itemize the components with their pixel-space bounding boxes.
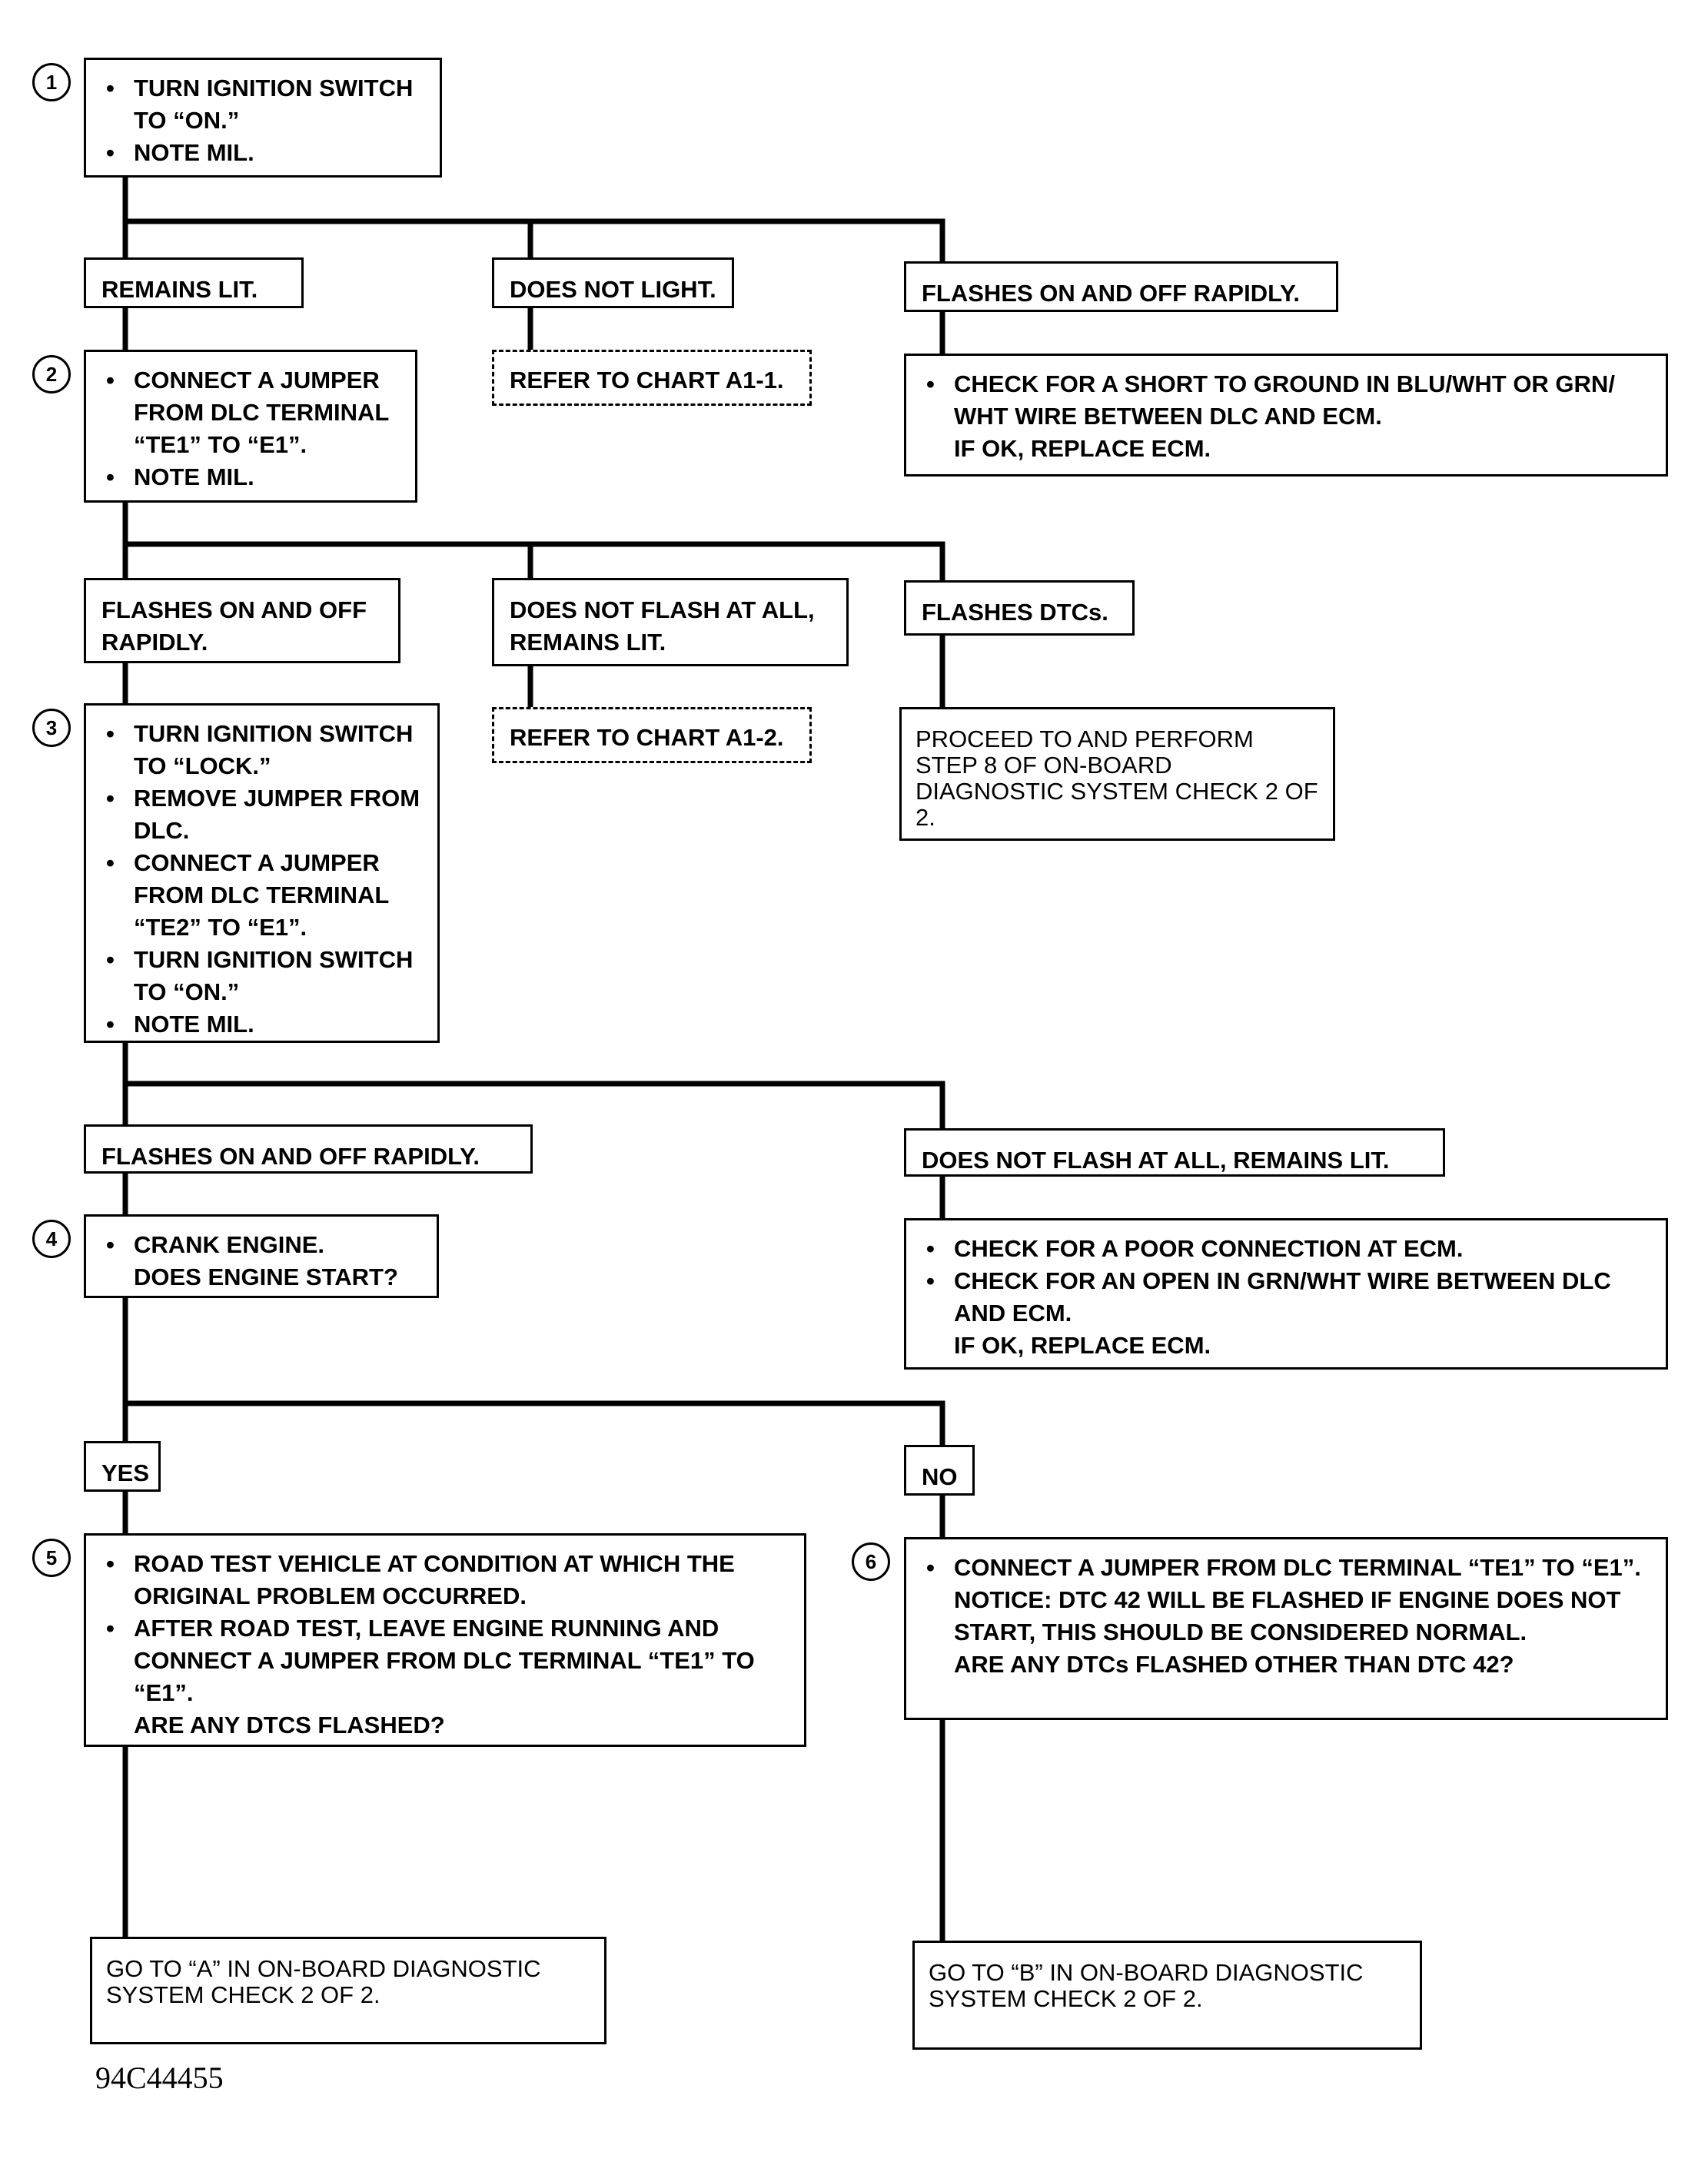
branch-flashes-rapidly-1: FLASHES ON AND OFF RAPIDLY.	[904, 261, 1338, 312]
step-2-item: CONNECT A JUMPER FROM DLC TERMINAL “TE1”…	[101, 364, 400, 461]
refer-chart-a1-2-box: REFER TO CHART A1-2.	[492, 707, 812, 763]
step-6-item: CONNECT A JUMPER FROM DLC TERMINAL “TE1”…	[922, 1552, 1650, 1584]
open-check-item: CHECK FOR AN OPEN IN GRN/WHT WIRE BETWEE…	[922, 1265, 1650, 1330]
step-3-item: CONNECT A JUMPER FROM DLC TERMINAL “TE2”…	[101, 847, 422, 944]
branch-does-not-flash-3: DOES NOT FLASH AT ALL, REMAINS LIT.	[904, 1128, 1445, 1177]
open-check-item: CHECK FOR A POOR CONNECTION AT ECM.	[922, 1233, 1650, 1265]
branch-flashes-rapidly-2: FLASHES ON AND OFF RAPIDLY.	[84, 578, 400, 663]
step-4-question: DOES ENGINE START?	[134, 1263, 398, 1290]
step-5-box: ROAD TEST VEHICLE AT CONDITION AT WHICH …	[84, 1533, 806, 1747]
step-1-item: TURN IGNITION SWITCH TO “ON.”	[101, 72, 424, 137]
refer-chart-a1-1-box: REFER TO CHART A1-1.	[492, 350, 812, 406]
short-check-note: IF OK, REPLACE ECM.	[954, 435, 1211, 462]
goto-a-box: GO TO “A” IN ON-BOARD DIAGNOSTIC SYSTEM …	[90, 1937, 606, 2044]
open-check-box: CHECK FOR A POOR CONNECTION AT ECM. CHEC…	[904, 1218, 1668, 1370]
branch-does-not-light: DOES NOT LIGHT.	[492, 257, 734, 308]
step-3-item: NOTE MIL.	[101, 1008, 422, 1041]
step-number-4: 4	[32, 1220, 71, 1258]
step-3-item: TURN IGNITION SWITCH TO “LOCK.”	[101, 718, 422, 782]
step-3-item: REMOVE JUMPER FROM DLC.	[101, 782, 422, 847]
step-1-box: TURN IGNITION SWITCH TO “ON.” NOTE MIL.	[84, 58, 442, 178]
step-4-box: CRANK ENGINE. DOES ENGINE START?	[84, 1214, 439, 1298]
open-check-note: IF OK, REPLACE ECM.	[954, 1332, 1211, 1359]
branch-flashes-rapidly-3: FLASHES ON AND OFF RAPIDLY.	[84, 1124, 533, 1174]
step-4-item: CRANK ENGINE.	[101, 1229, 421, 1261]
branch-does-not-flash-2: DOES NOT FLASH AT ALL, REMAINS LIT.	[492, 578, 849, 666]
step-1-item: NOTE MIL.	[101, 137, 424, 169]
goto-b-box: GO TO “B” IN ON-BOARD DIAGNOSTIC SYSTEM …	[912, 1941, 1422, 2050]
step-2-item: NOTE MIL.	[101, 461, 400, 493]
step-number-2: 2	[32, 355, 71, 393]
step-3-item: TURN IGNITION SWITCH TO “ON.”	[101, 944, 422, 1008]
short-check-box: CHECK FOR A SHORT TO GROUND IN BLU/WHT O…	[904, 354, 1668, 476]
step-number-3: 3	[32, 709, 71, 747]
step-5-item: AFTER ROAD TEST, LEAVE ENGINE RUNNING AN…	[101, 1612, 789, 1709]
step-number-1: 1	[32, 63, 71, 101]
step-number-5: 5	[32, 1539, 71, 1577]
step-number-6: 6	[852, 1542, 890, 1581]
step-5-item: ROAD TEST VEHICLE AT CONDITION AT WHICH …	[101, 1548, 789, 1612]
step-6-notice: NOTICE: DTC 42 WILL BE FLASHED IF ENGINE…	[954, 1586, 1621, 1645]
branch-remains-lit: REMAINS LIT.	[84, 257, 304, 308]
step-2-box: CONNECT A JUMPER FROM DLC TERMINAL “TE1”…	[84, 350, 417, 503]
step-6-box: CONNECT A JUMPER FROM DLC TERMINAL “TE1”…	[904, 1537, 1668, 1720]
branch-flashes-dtcs: FLASHES DTCs.	[904, 580, 1135, 636]
step-5-question: ARE ANY DTCS FLASHED?	[134, 1712, 445, 1738]
proceed-step-8-box: PROCEED TO AND PERFORM STEP 8 OF ON-BOAR…	[899, 707, 1335, 841]
short-check-item: CHECK FOR A SHORT TO GROUND IN BLU/WHT O…	[922, 368, 1650, 433]
step-3-box: TURN IGNITION SWITCH TO “LOCK.” REMOVE J…	[84, 703, 440, 1043]
step-6-question: ARE ANY DTCs FLASHED OTHER THAN DTC 42?	[954, 1651, 1514, 1678]
figure-id: 94C44455	[95, 2060, 224, 2095]
branch-no: NO	[904, 1445, 975, 1496]
branch-yes: YES	[84, 1441, 161, 1492]
